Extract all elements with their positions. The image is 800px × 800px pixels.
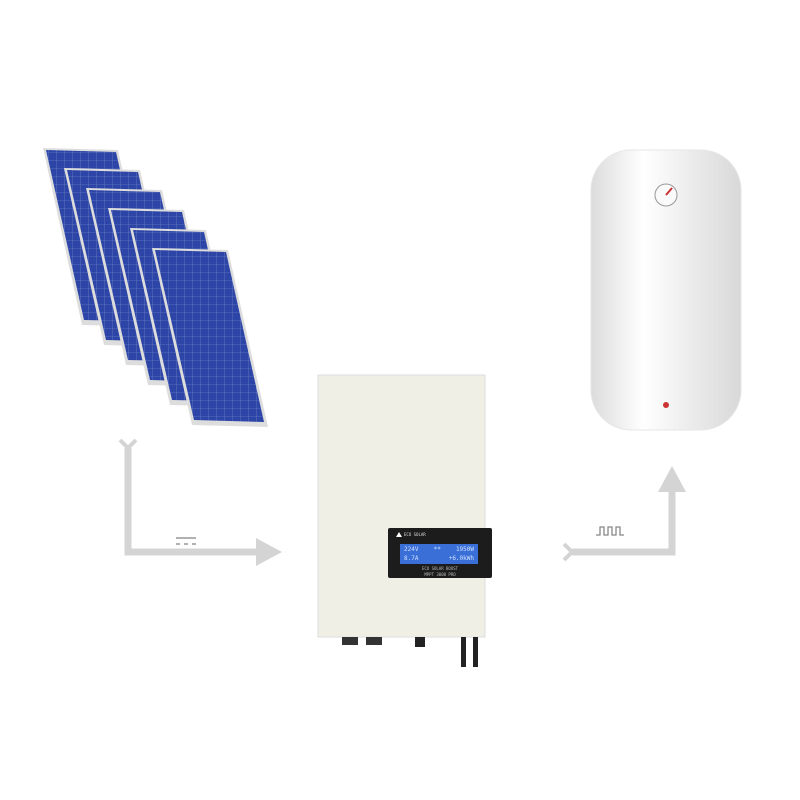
dc-symbol-icon (176, 537, 196, 545)
model-line-1: ECO SOLAR BOOST (421, 566, 459, 571)
solar-panel (152, 248, 268, 427)
water-heater (590, 149, 742, 431)
indicator-light-icon (663, 402, 669, 408)
lcd-energy: +6.0kWh (448, 555, 474, 562)
lcd-power: 1950W (455, 546, 474, 553)
solar-panels (43, 148, 268, 427)
dc-arrow (118, 438, 282, 566)
lcd-voltage: 224V (404, 546, 419, 553)
inverter-model-label: ECO SOLAR BOOST MPPT 3000 PRO (396, 566, 484, 578)
lcd-current: 8.7A (404, 555, 419, 562)
model-line-2: MPPT 3000 PRO (424, 572, 456, 577)
ac-arrow (562, 466, 686, 562)
inverter (317, 374, 492, 667)
inverter-lcd-display: 224V ** 1950W 8.7A +6.0kWh (400, 544, 478, 564)
ac-wave-icon (596, 526, 624, 536)
inverter-brand: ECO SOLAR (404, 532, 426, 537)
lcd-indicator: ** (433, 546, 441, 553)
